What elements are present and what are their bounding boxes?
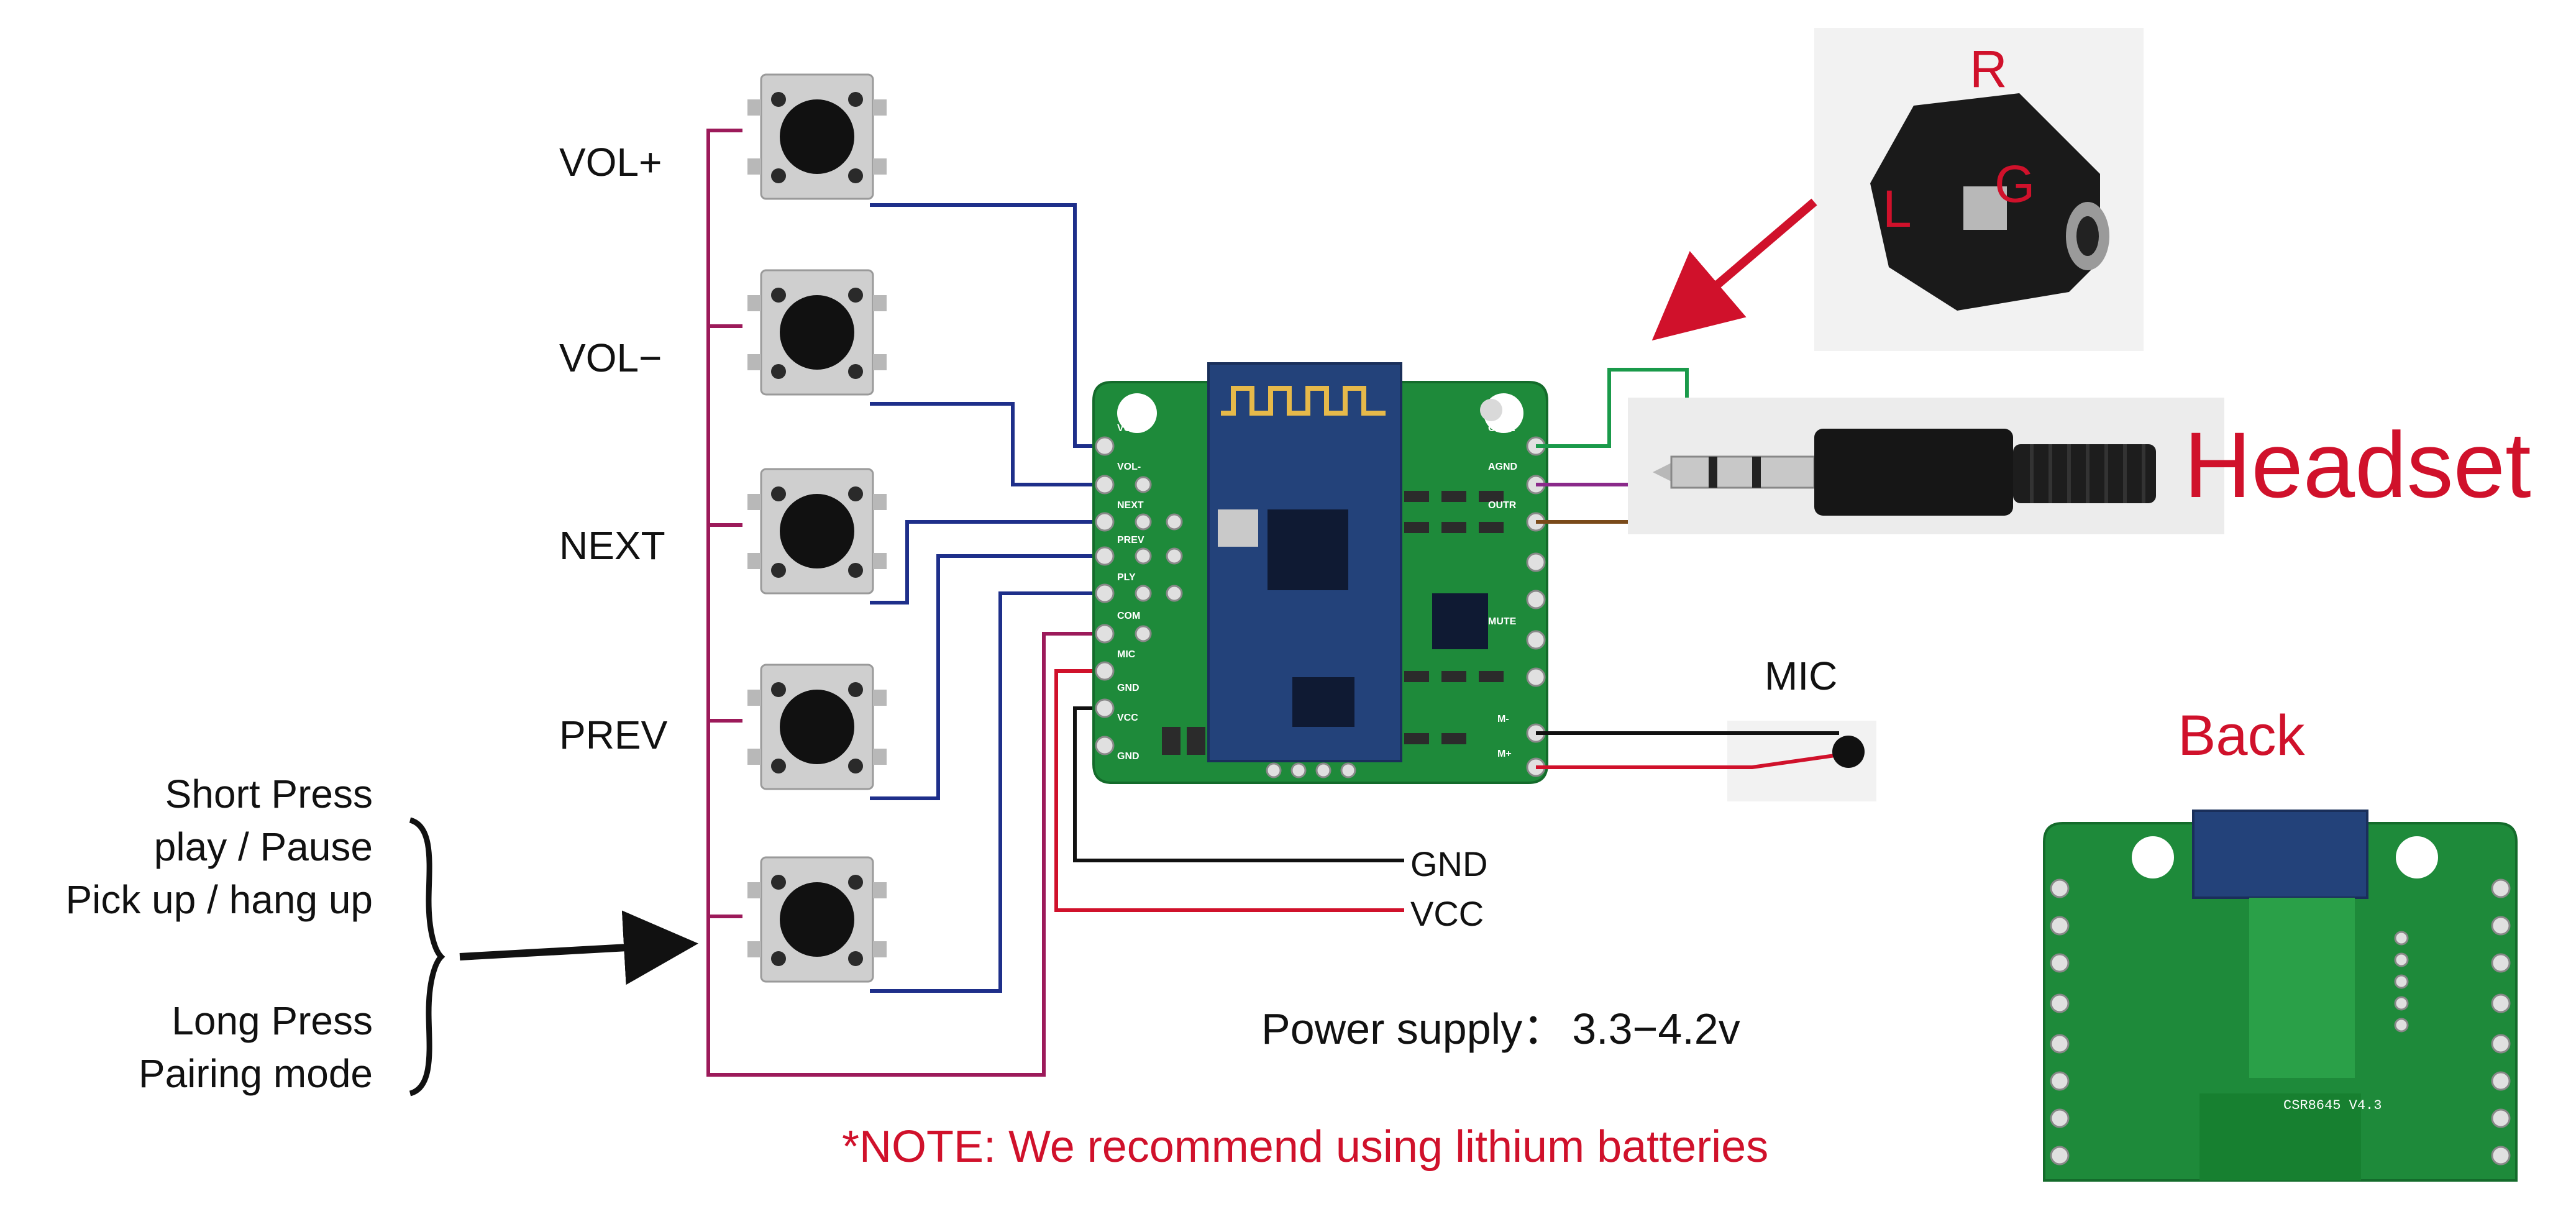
short-press-line-1: play / Pause — [154, 824, 373, 869]
short-press-line-2: Pick up / hang up — [65, 877, 373, 922]
label-prev: PREV — [559, 713, 668, 757]
pin-agnd: AGND — [1488, 462, 1517, 472]
pin-com: COM — [1117, 611, 1140, 621]
headset-plug — [1628, 398, 2224, 534]
pin-vol-up: VOL+ — [1117, 423, 1143, 434]
label-next: NEXT — [559, 523, 665, 568]
button-vol-up[interactable] — [742, 73, 892, 200]
pin-outl: OUTL — [1488, 423, 1515, 434]
pin-vcc: VCC — [1117, 713, 1138, 723]
power-supply-value: 3.3−4.2v — [1572, 1005, 1740, 1053]
back-pcb: CSR8645 V4.3 — [2043, 810, 2518, 1182]
pin-prev: PREV — [1117, 535, 1144, 545]
battery-note: *NOTE: We recommend using lithium batter… — [842, 1122, 1768, 1172]
arrow-to-button — [459, 910, 698, 985]
label-vol-up: VOL+ — [559, 140, 662, 185]
pin-outr: OUTR — [1488, 500, 1517, 511]
pin-gnd-2: GND — [1117, 751, 1140, 762]
pin-m-plus: M+ — [1497, 749, 1512, 759]
button-signal-wires — [870, 203, 1094, 993]
jack-label-ground: G — [1994, 155, 2035, 213]
back-label: Back — [2178, 704, 2306, 767]
pin-next: NEXT — [1117, 500, 1144, 511]
long-press-title: Long Press — [171, 998, 373, 1043]
mic-label: MIC — [1765, 654, 1837, 698]
pcb-antenna — [1221, 386, 1386, 416]
pin-ply: PLY — [1117, 572, 1136, 583]
button-play-pause[interactable] — [742, 856, 892, 983]
jack-label-right: R — [1970, 40, 2007, 98]
vcc-wire — [1054, 669, 1404, 912]
common-wire — [706, 129, 1094, 1077]
jack-label-left: L — [1883, 180, 1912, 238]
mic-assembly — [1536, 721, 1876, 801]
power-supply-label: Power supply：3.3−4.2v — [1261, 1005, 1740, 1053]
pin-gnd-1: GND — [1117, 683, 1140, 693]
pin-vol-down: VOL- — [1117, 462, 1141, 472]
gnd-wire — [1073, 706, 1404, 862]
button-prev[interactable] — [742, 664, 892, 790]
back-board-marking: CSR8645 V4.3 — [2283, 1098, 2382, 1113]
back-bluetooth-module — [2192, 810, 2368, 899]
jack-pointer-arrow — [1651, 198, 1817, 341]
play-button-note: Short Press play / Pause Pick up / hang … — [65, 772, 698, 1097]
long-press-line-1: Pairing mode — [139, 1051, 373, 1096]
headset-label: Headset — [2184, 413, 2531, 517]
main-pcb: VOL+ VOL- NEXT PREV PLY COM MIC GND VCC … — [1092, 362, 1548, 784]
pin-mic: MIC — [1117, 649, 1136, 660]
gnd-label: GND — [1410, 844, 1487, 883]
vcc-label: VCC — [1410, 894, 1484, 933]
short-press-title: Short Press — [165, 772, 373, 816]
pin-mute: MUTE — [1488, 616, 1517, 627]
button-next[interactable] — [742, 468, 892, 595]
label-vol-down: VOL− — [559, 335, 662, 380]
pin-m-minus: M- — [1497, 714, 1509, 724]
audio-jack: R G L — [1814, 28, 2144, 351]
curly-brace — [409, 817, 445, 1097]
power-supply-title: Power supply： — [1261, 1005, 1566, 1053]
button-vol-down[interactable] — [742, 269, 892, 396]
